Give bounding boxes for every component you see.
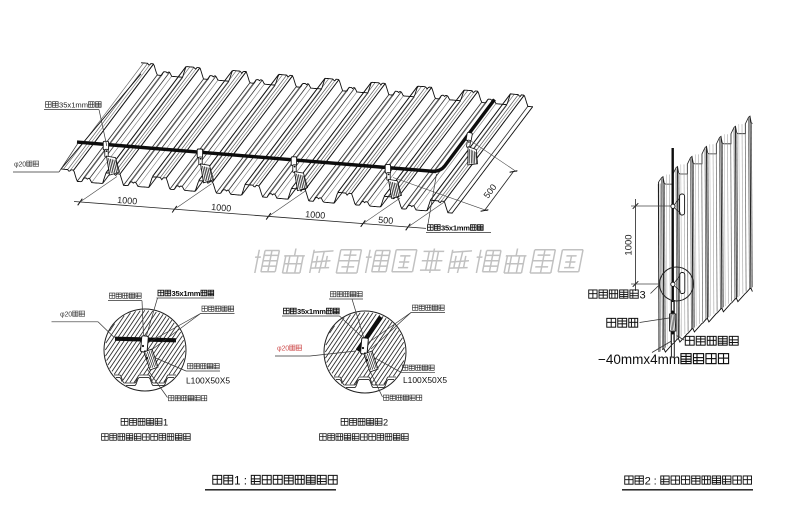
- svg-text::: :: [654, 476, 657, 488]
- svg-text:35x1mm: 35x1mm: [297, 307, 326, 316]
- svg-text:1: 1: [234, 474, 241, 488]
- svg-text:−40mmx4mm: −40mmx4mm: [598, 352, 680, 367]
- svg-text:φ20: φ20: [60, 311, 72, 319]
- svg-text::: :: [244, 474, 247, 488]
- svg-text:1000: 1000: [305, 209, 326, 221]
- svg-text:L100X50X5: L100X50X5: [403, 375, 447, 385]
- svg-text:35x1mm: 35x1mm: [172, 289, 201, 298]
- svg-text:φ20: φ20: [277, 345, 289, 353]
- svg-text:1000: 1000: [117, 195, 138, 207]
- svg-text:3: 3: [640, 290, 646, 302]
- svg-text:1000: 1000: [624, 234, 635, 255]
- svg-text:35x1mm: 35x1mm: [441, 224, 470, 233]
- svg-text:500: 500: [378, 215, 394, 226]
- svg-text:2: 2: [645, 476, 651, 488]
- svg-text:2: 2: [383, 418, 388, 428]
- svg-text:φ20: φ20: [14, 161, 26, 169]
- svg-text:1000: 1000: [211, 202, 232, 214]
- svg-text:1: 1: [163, 418, 168, 428]
- svg-text:35x1mm: 35x1mm: [59, 101, 88, 110]
- svg-text:L100X50X5: L100X50X5: [186, 376, 230, 386]
